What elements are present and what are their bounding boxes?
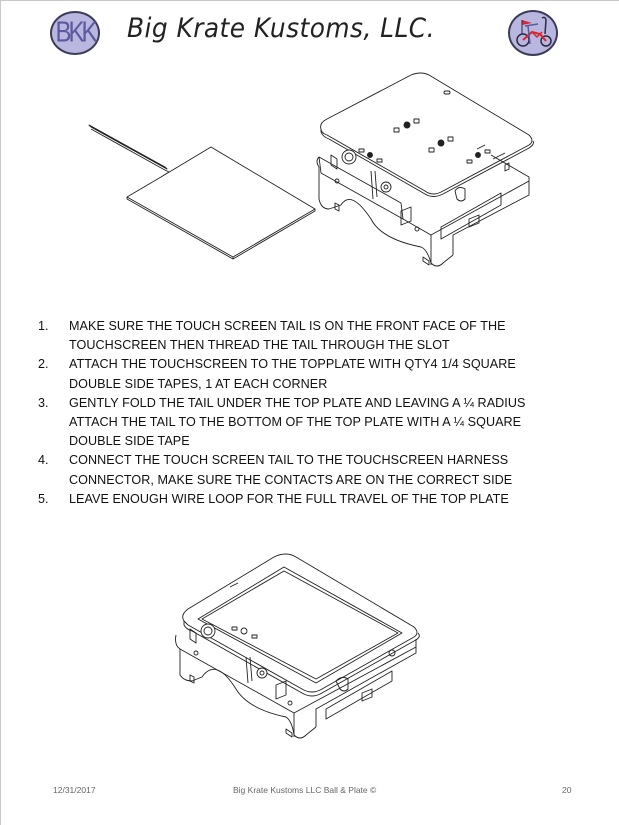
footer-date: 12/31/2017 bbox=[53, 785, 96, 795]
figure-assembled-unit bbox=[166, 549, 451, 754]
instruction-step: 1. MAKE SURE THE TOUCH SCREEN TAIL IS ON… bbox=[38, 317, 558, 355]
step-number: 3. bbox=[38, 395, 49, 410]
assembled-top-plate-icon bbox=[182, 553, 420, 697]
step-number: 2. bbox=[38, 357, 49, 372]
step-text: CONNECT THE TOUCH SCREEN TAIL TO THE TOU… bbox=[69, 453, 513, 487]
figure-touchscreen-and-assembly bbox=[81, 69, 561, 284]
step-number: 1. bbox=[38, 319, 49, 333]
company-title: Big Krate Kustoms, LLC. bbox=[127, 13, 435, 44]
step-text: ATTACH THE TOUCHSCREEN TO THE TOPPLATE W… bbox=[69, 357, 516, 391]
instruction-step: 5. LEAVE ENOUGH WIRE LOOP FOR THE FULL T… bbox=[38, 490, 558, 509]
page-number: 20 bbox=[562, 785, 572, 795]
top-plate-part-icon bbox=[320, 72, 534, 197]
bkk-logo-text: BKK bbox=[55, 16, 97, 49]
base-assembly-part-icon bbox=[316, 144, 530, 267]
touchscreen-part-icon bbox=[88, 124, 316, 260]
assembled-base-icon bbox=[175, 623, 417, 739]
instruction-step: 2. ATTACH THE TOUCHSCREEN TO THE TOPPLAT… bbox=[38, 355, 558, 393]
step-number: 5. bbox=[38, 491, 49, 506]
instruction-step: 4. CONNECT THE TOUCH SCREEN TAIL TO THE … bbox=[38, 451, 558, 489]
footer-title: Big Krate Kustoms LLC Ball & Plate © bbox=[233, 785, 377, 795]
step-text: MAKE SURE THE TOUCH SCREEN TAIL IS ON TH… bbox=[69, 319, 506, 353]
assembly-instructions-list: 1. MAKE SURE THE TOUCH SCREEN TAIL IS ON… bbox=[38, 317, 558, 509]
bike-logo-icon bbox=[508, 10, 558, 56]
bkk-logo: BKK bbox=[50, 11, 100, 55]
step-text: LEAVE ENOUGH WIRE LOOP FOR THE FULL TRAV… bbox=[69, 491, 509, 506]
step-number: 4. bbox=[38, 453, 49, 468]
instruction-step: 3. GENTLY FOLD THE TAIL UNDER THE TOP PL… bbox=[38, 394, 558, 452]
step-text: GENTLY FOLD THE TAIL UNDER THE TOP PLATE… bbox=[69, 395, 526, 449]
